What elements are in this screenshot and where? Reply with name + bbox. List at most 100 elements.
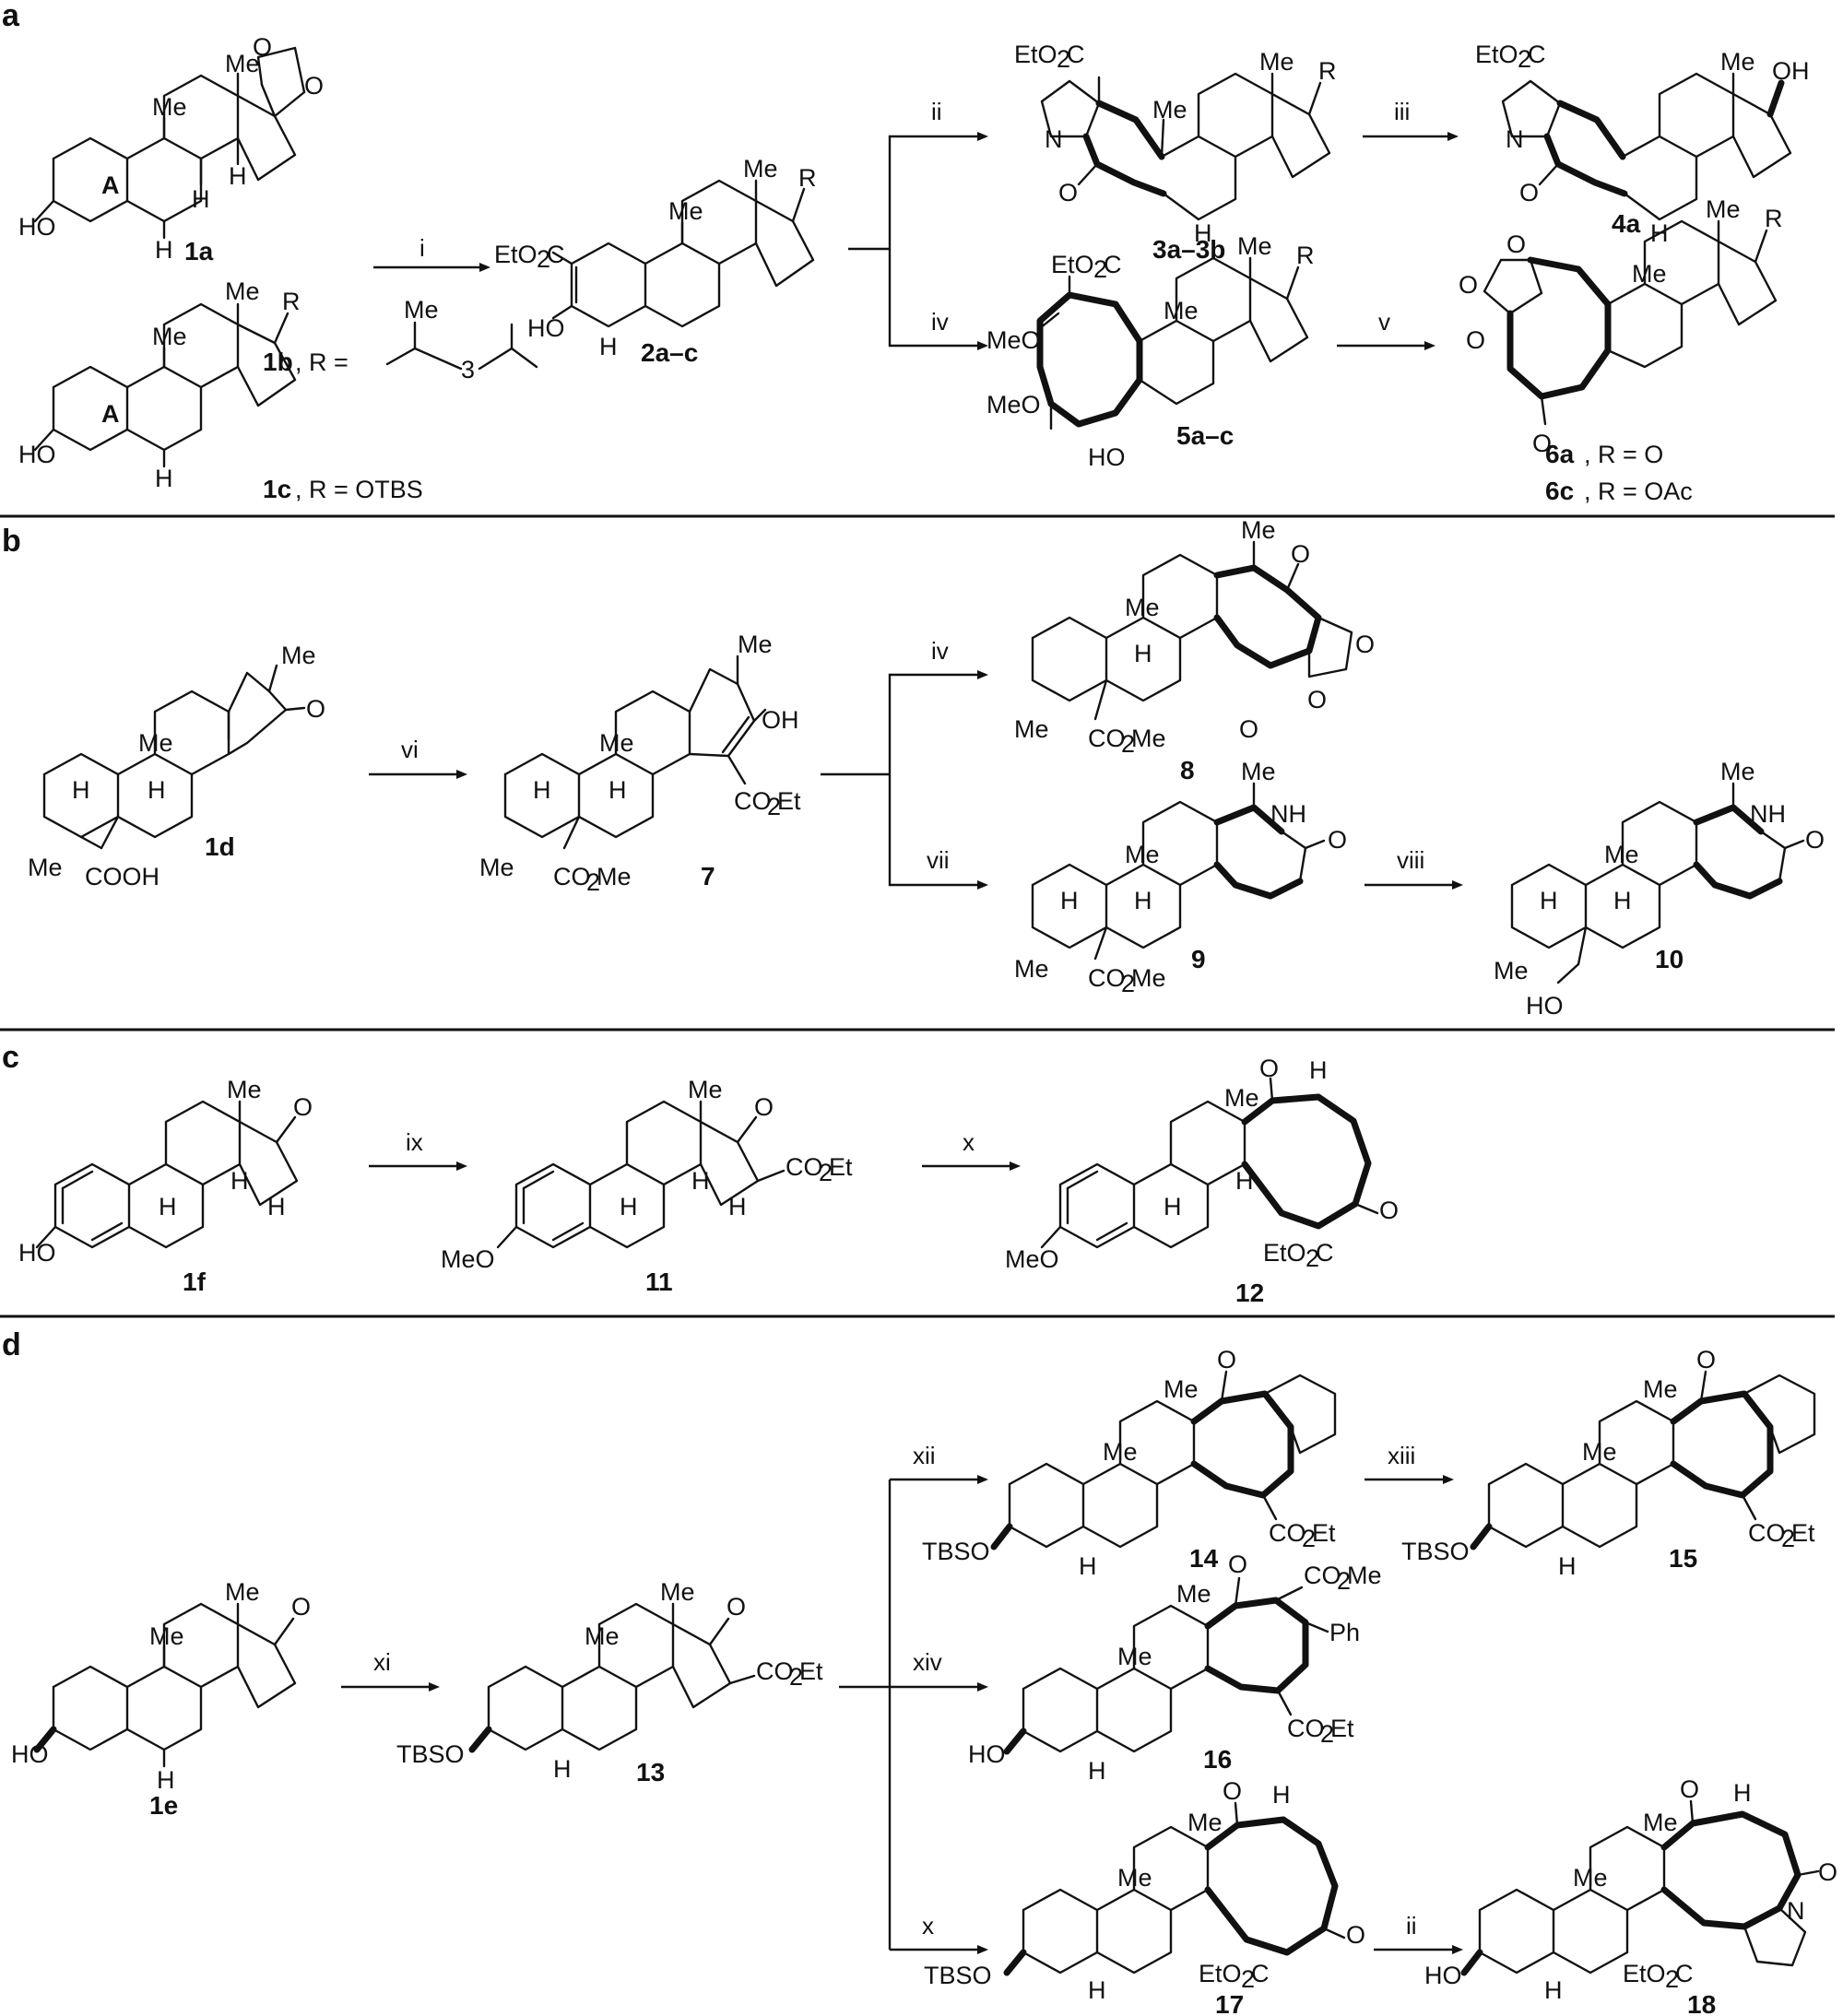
atom-9-me3: Me bbox=[1014, 955, 1049, 983]
atom-7-oh: OH bbox=[762, 706, 799, 734]
atom-4a-etO: EtO bbox=[1475, 41, 1518, 68]
compound-label-10: 10 bbox=[1655, 945, 1684, 973]
atom-1a-ho: HO bbox=[18, 213, 56, 241]
atom-4a-oh: OH bbox=[1772, 57, 1810, 85]
atom-9-o: O bbox=[1328, 826, 1347, 854]
atom-17-etO: EtO bbox=[1199, 1960, 1242, 1987]
atom-2-h: H bbox=[599, 333, 618, 360]
atom-8-o3: O bbox=[1307, 686, 1327, 713]
atom-16-mesfx: Me bbox=[1347, 1562, 1382, 1589]
atom-16-o: O bbox=[1228, 1550, 1247, 1578]
atom-5-c: C bbox=[1104, 251, 1122, 278]
atom-13-me: Me bbox=[660, 1578, 695, 1606]
compound-label-2: 2a–c bbox=[641, 338, 698, 367]
arrowhead-vii bbox=[977, 880, 988, 890]
atom-15-o: O bbox=[1696, 1346, 1716, 1373]
atom-1b-me-side: Me bbox=[404, 296, 439, 324]
atom-3-c: C bbox=[1067, 41, 1085, 68]
atom-11-h2: H bbox=[691, 1167, 710, 1195]
compound-label-1e: 1e bbox=[149, 1791, 178, 1820]
arrow-step-iv-b bbox=[888, 673, 977, 774]
atom-7-sub2: 2 bbox=[586, 868, 600, 896]
atom-6-o3: O bbox=[1466, 326, 1485, 354]
compound-label-1c: 1c bbox=[263, 475, 291, 503]
step-label-v: v bbox=[1378, 308, 1390, 336]
atom-9-sub: 2 bbox=[1121, 970, 1135, 997]
atom-4a-sub: 2 bbox=[1518, 45, 1531, 73]
atom-18-n: N bbox=[1787, 1897, 1805, 1925]
atom-14-sub: 2 bbox=[1302, 1525, 1316, 1552]
atom-1d-me: Me bbox=[281, 642, 316, 669]
arrowhead-ii-d bbox=[1452, 1945, 1463, 1954]
structure-7 bbox=[503, 654, 767, 850]
atom-16-ho: HO bbox=[968, 1740, 1006, 1768]
arrowhead-xiv bbox=[977, 1682, 988, 1692]
atom-14-h: H bbox=[1079, 1552, 1097, 1580]
bracket-3: 3 bbox=[461, 356, 475, 383]
atom-1a-o1: O bbox=[253, 33, 272, 61]
atom-5-meo2c-2: MeO bbox=[986, 391, 1041, 419]
atom-9-h: H bbox=[1060, 887, 1079, 914]
atom-16-co2me: CO bbox=[1304, 1562, 1341, 1589]
step-label-ii-d: ii bbox=[1406, 1912, 1417, 1939]
step-label-xiv: xiv bbox=[913, 1648, 942, 1676]
atom-1d-me2: Me bbox=[138, 729, 173, 757]
atom-1b-r: R bbox=[282, 288, 301, 315]
atom-1d-cooh: COOH bbox=[85, 863, 159, 890]
atom-13-sub: 2 bbox=[789, 1663, 803, 1691]
atom-7-et: Et bbox=[777, 787, 801, 815]
atom-1b-ho: HO bbox=[18, 441, 56, 468]
atom-18-ho: HO bbox=[1424, 1962, 1462, 1989]
atom-8-o4: O bbox=[1239, 715, 1258, 743]
step-label-xi: xi bbox=[373, 1648, 391, 1676]
step-label-vii: vii bbox=[927, 846, 950, 874]
atom-7-sub: 2 bbox=[767, 793, 781, 820]
atom-16-sub: 2 bbox=[1337, 1567, 1351, 1595]
structure-5 bbox=[1036, 256, 1309, 430]
atom-12-me: Me bbox=[1224, 1084, 1259, 1112]
structure-11 bbox=[496, 1100, 786, 1249]
atom-14-o: O bbox=[1217, 1346, 1236, 1373]
atom-1f-ho: HO bbox=[18, 1239, 56, 1267]
atom-11-me: Me bbox=[688, 1076, 723, 1103]
atom-17-o2: O bbox=[1346, 1921, 1365, 1949]
atom-14-et: Et bbox=[1312, 1519, 1336, 1547]
atom-16-sub2: 2 bbox=[1320, 1720, 1334, 1748]
atom-14-me: Me bbox=[1164, 1375, 1199, 1403]
panel-label-c: c bbox=[2, 1040, 19, 1075]
arrowhead-x-c bbox=[1010, 1161, 1021, 1171]
atom-1f-h2: H bbox=[230, 1167, 249, 1195]
atom-10-h: H bbox=[1540, 887, 1558, 914]
atom-1b-h: H bbox=[155, 465, 173, 492]
atom-1e-me2: Me bbox=[225, 1578, 260, 1606]
arrowhead-iv-b bbox=[977, 670, 988, 679]
atom-3-me: Me bbox=[1152, 96, 1187, 124]
arrowhead-xiii bbox=[1443, 1475, 1454, 1484]
compound-label-16: 16 bbox=[1203, 1745, 1232, 1774]
atom-11-h: H bbox=[620, 1193, 638, 1220]
atom-18-me2: Me bbox=[1573, 1864, 1608, 1892]
atom-1e-ho: HO bbox=[11, 1740, 49, 1768]
atom-1e-o: O bbox=[291, 1593, 311, 1621]
compound-label-9: 9 bbox=[1191, 945, 1206, 973]
atom-12-o2: O bbox=[1379, 1197, 1399, 1224]
structure-1b bbox=[33, 302, 297, 468]
arrow-step-ii bbox=[888, 135, 977, 249]
atom-9-co2me: CO bbox=[1088, 964, 1126, 992]
atom-10-me3: Me bbox=[1494, 957, 1529, 984]
atom-13-co2: CO bbox=[756, 1657, 794, 1685]
compound-label-17: 17 bbox=[1215, 1990, 1244, 2016]
structure-18 bbox=[1460, 1799, 1820, 1976]
compound-label-13: 13 bbox=[636, 1758, 665, 1786]
atom-1d-h2: H bbox=[148, 776, 166, 804]
structure-4a bbox=[1501, 72, 1792, 221]
compound-label-5: 5a–c bbox=[1176, 421, 1234, 450]
step-label-ii: ii bbox=[931, 98, 942, 125]
compound-label-12: 12 bbox=[1235, 1279, 1264, 1307]
atom-5-sub: 2 bbox=[1093, 255, 1107, 283]
atom-1d-me3: Me bbox=[28, 854, 63, 881]
atom-14-co2: CO bbox=[1269, 1519, 1306, 1547]
atom-8-o1: O bbox=[1291, 540, 1310, 568]
panel-label-a: a bbox=[2, 0, 20, 33]
atom-6-r: R bbox=[1765, 205, 1783, 232]
